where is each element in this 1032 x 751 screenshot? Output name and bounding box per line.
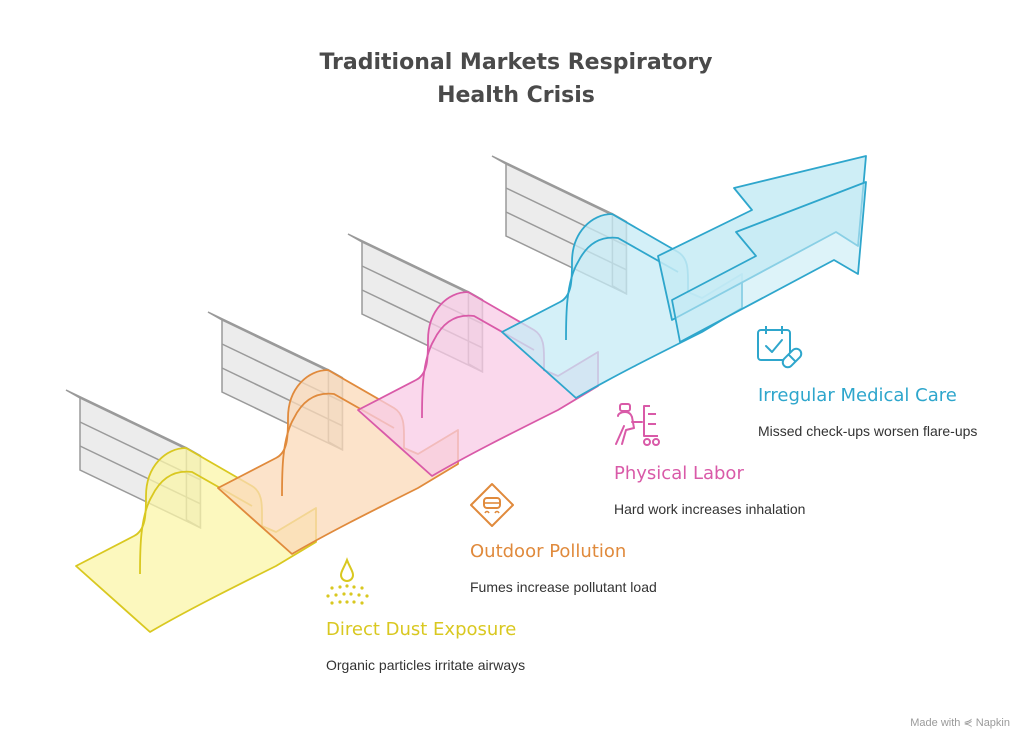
dust-drop-icon	[326, 557, 369, 605]
step-3-description: Hard work increases inhalation	[614, 501, 806, 517]
title-line-2: Health Crisis	[437, 83, 595, 108]
step-1-description: Organic particles irritate airways	[326, 657, 526, 673]
footer-made-with: Made with	[910, 717, 961, 729]
step-3-title: Physical Labor	[614, 463, 744, 484]
napkin-logo-icon: ⋞	[963, 717, 973, 729]
step-1-title: Direct Dust Exposure	[326, 619, 517, 640]
step-4-title: Irregular Medical Care	[758, 385, 957, 406]
footer-brand: Napkin	[975, 717, 1010, 729]
page-title: Traditional Markets Respiratory Health C…	[0, 46, 1032, 112]
ribbon-path	[75, 213, 743, 633]
step-2-description: Fumes increase pollutant load	[470, 579, 657, 595]
step-4-description: Missed check-ups worsen flare-ups	[758, 423, 978, 439]
step-2-title: Outdoor Pollution	[470, 541, 627, 562]
road-sign-icon	[470, 483, 514, 527]
title-line-1: Traditional Markets Respiratory	[319, 50, 713, 75]
calendar-pill-icon	[757, 326, 803, 369]
arrow-head	[657, 155, 867, 343]
footer-credit: Made with ⋞ Napkin	[910, 716, 1010, 729]
worker-cart-icon	[615, 403, 660, 446]
arrow-head-back	[671, 181, 867, 343]
